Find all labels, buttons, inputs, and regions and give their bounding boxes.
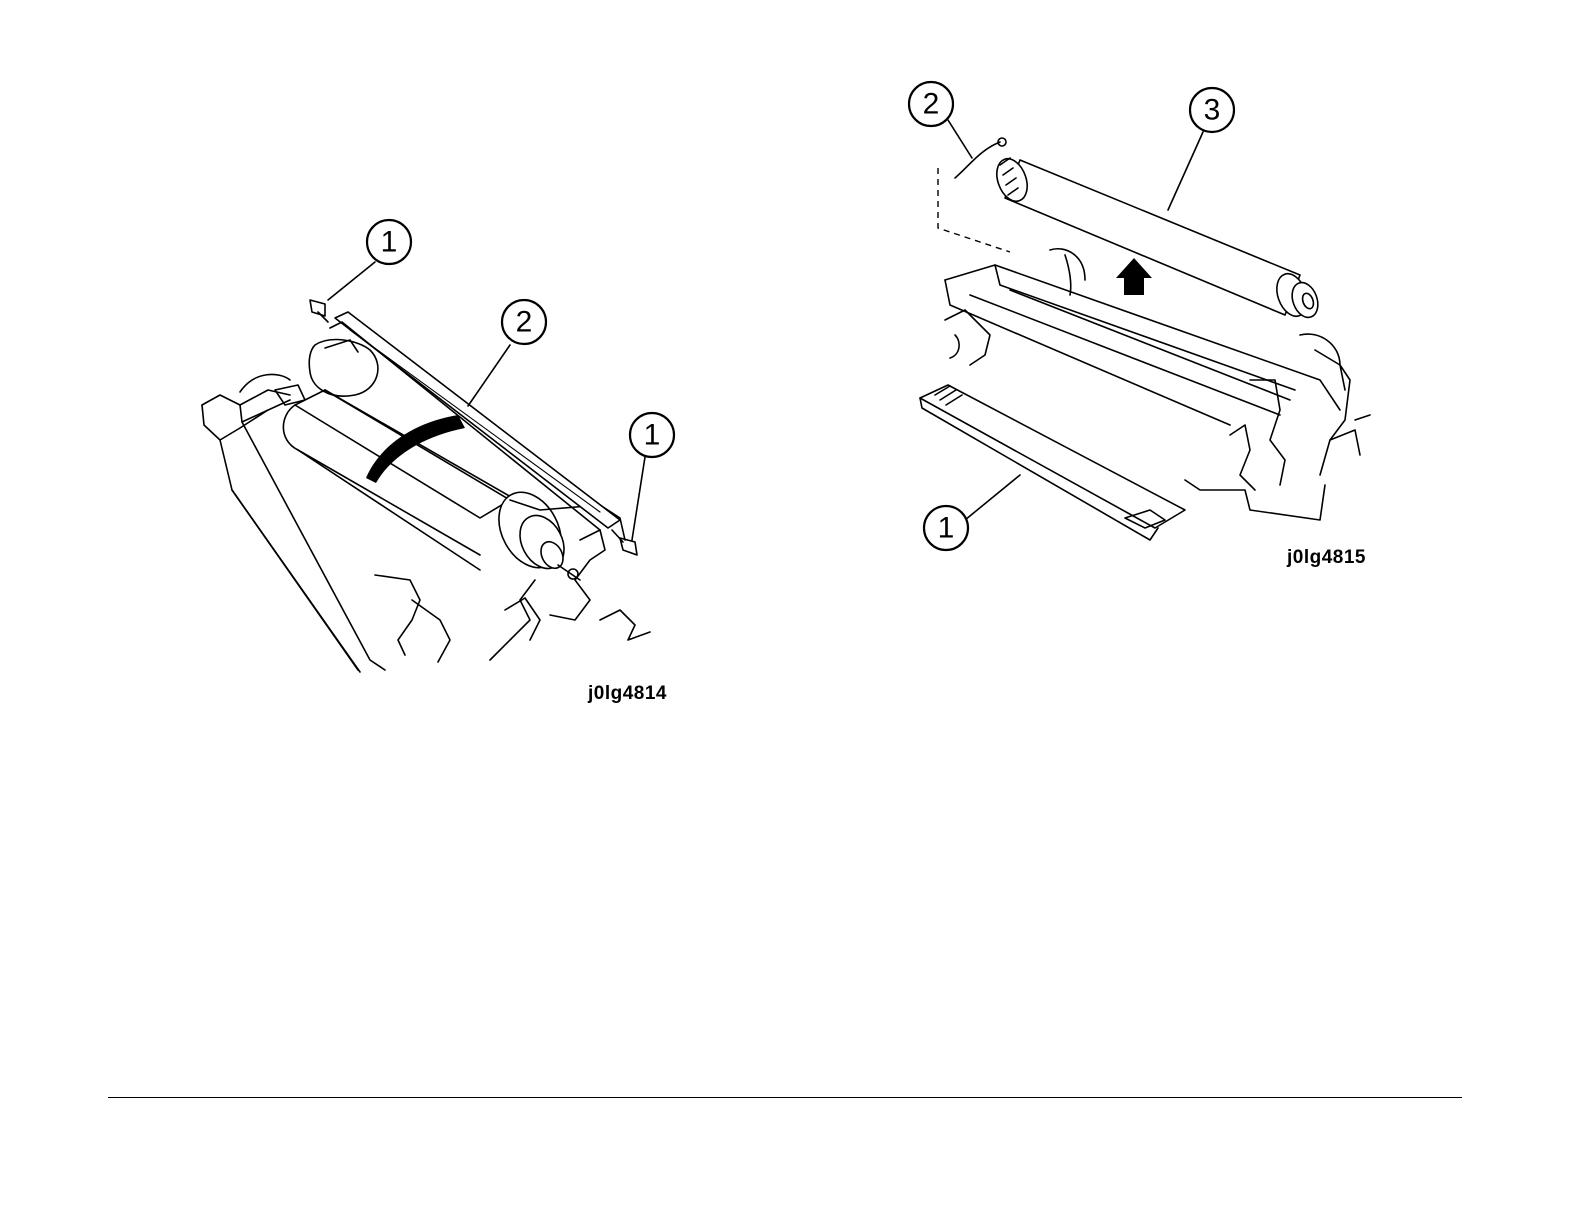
- callout-1-top: 1: [367, 220, 411, 264]
- svg-text:1: 1: [381, 226, 398, 259]
- svg-text:1: 1: [938, 512, 955, 545]
- figure-left: 1 2 1 j0lg4814: [180, 200, 700, 710]
- footer-rule: [108, 1097, 1462, 1098]
- svg-text:1: 1: [644, 419, 661, 452]
- callout-2: 2: [909, 82, 953, 126]
- figure-id-label: j0lg4814: [588, 683, 667, 705]
- figure-right: 2 3 1 j0lg4815: [900, 80, 1400, 580]
- svg-text:2: 2: [516, 306, 533, 339]
- svg-text:3: 3: [1204, 94, 1221, 127]
- fuser-assembly-drawing-right: 2 3 1: [900, 80, 1400, 580]
- callout-3: 3: [1190, 88, 1234, 132]
- callout-1: 1: [924, 506, 968, 550]
- callout-1-right: 1: [630, 413, 674, 457]
- callout-2: 2: [502, 300, 546, 344]
- svg-text:2: 2: [923, 88, 940, 121]
- fuser-assembly-drawing-left: 1 2 1: [180, 200, 700, 710]
- figure-id-label: j0lg4815: [1287, 547, 1366, 569]
